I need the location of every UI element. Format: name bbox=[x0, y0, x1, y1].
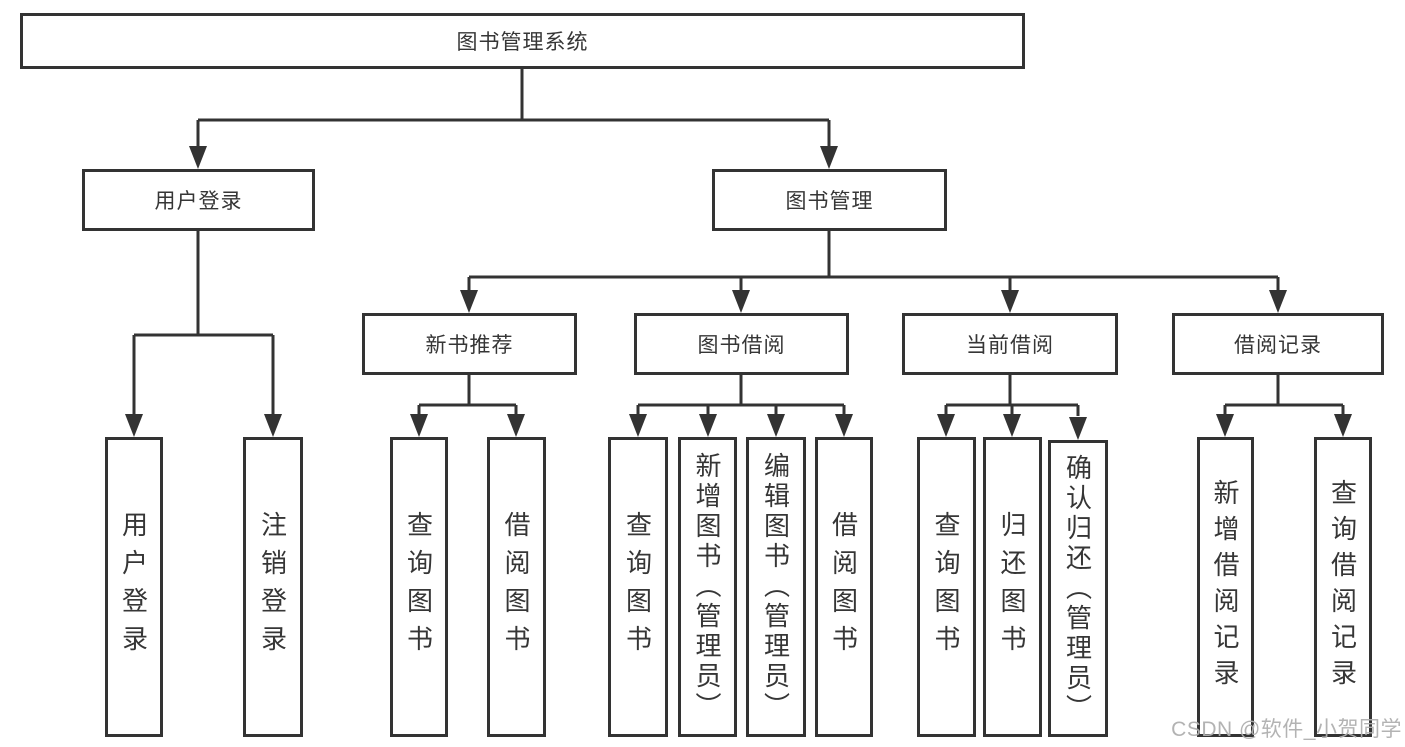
leaf-confirm-return-admin: 确认归还（管理员） bbox=[1048, 440, 1108, 737]
leaf-user-login: 用户登录 bbox=[105, 437, 163, 737]
leaf-query-books-recommend: 查询图书 bbox=[390, 437, 448, 737]
leaf-add-borrow-record: 新增借阅记录 bbox=[1197, 437, 1254, 737]
leaf-query-books-borrowing: 查询图书 bbox=[608, 437, 668, 737]
node-label: 用户登录 bbox=[154, 190, 243, 213]
leaf-label: 借阅图书 bbox=[828, 511, 859, 663]
leaf-label: 查询图书 bbox=[403, 511, 434, 663]
node-root-system: 图书管理系统 bbox=[20, 13, 1025, 69]
leaf-query-books-current: 查询图书 bbox=[917, 437, 976, 737]
leaf-return-books: 归还图书 bbox=[983, 437, 1042, 737]
leaf-label: 归还图书 bbox=[997, 511, 1027, 663]
node-label: 图书借阅 bbox=[697, 334, 786, 357]
node-label: 新书推荐 bbox=[425, 334, 514, 357]
csdn-watermark: CSDN @软件_小贺同学 bbox=[1171, 718, 1402, 741]
leaf-borrow-books-borrowing: 借阅图书 bbox=[815, 437, 873, 737]
leaf-label: 注销登录 bbox=[257, 511, 288, 663]
leaf-label: 用户登录 bbox=[118, 511, 149, 663]
node-new-book-recommend: 新书推荐 bbox=[362, 313, 577, 375]
node-label: 图书管理系统 bbox=[456, 31, 589, 54]
node-label: 当前借阅 bbox=[966, 334, 1054, 357]
leaf-query-borrow-record: 查询借阅记录 bbox=[1314, 437, 1372, 737]
leaf-label: 查询图书 bbox=[931, 511, 961, 663]
leaf-label: 查询图书 bbox=[622, 511, 653, 663]
leaf-label: 新增图书（管理员） bbox=[692, 452, 722, 722]
node-current-borrowing: 当前借阅 bbox=[902, 313, 1118, 375]
leaf-label: 查询借阅记录 bbox=[1327, 479, 1358, 695]
leaf-logout: 注销登录 bbox=[243, 437, 303, 737]
node-user-login: 用户登录 bbox=[82, 169, 315, 231]
leaf-add-books-admin: 新增图书（管理员） bbox=[678, 437, 737, 737]
node-book-borrowing: 图书借阅 bbox=[634, 313, 849, 375]
leaf-edit-books-admin: 编辑图书（管理员） bbox=[746, 437, 806, 737]
leaf-label: 借阅图书 bbox=[501, 511, 531, 663]
leaf-label: 新增借阅记录 bbox=[1210, 479, 1240, 695]
node-label: 图书管理 bbox=[785, 190, 874, 213]
node-label: 借阅记录 bbox=[1234, 334, 1322, 357]
arrowheads bbox=[125, 146, 1352, 440]
node-borrowing-records: 借阅记录 bbox=[1172, 313, 1384, 375]
leaf-borrow-books-recommend: 借阅图书 bbox=[487, 437, 546, 737]
node-book-management: 图书管理 bbox=[712, 169, 947, 231]
leaf-label: 编辑图书（管理员） bbox=[760, 452, 791, 722]
leaf-label: 确认归还（管理员） bbox=[1062, 453, 1093, 724]
